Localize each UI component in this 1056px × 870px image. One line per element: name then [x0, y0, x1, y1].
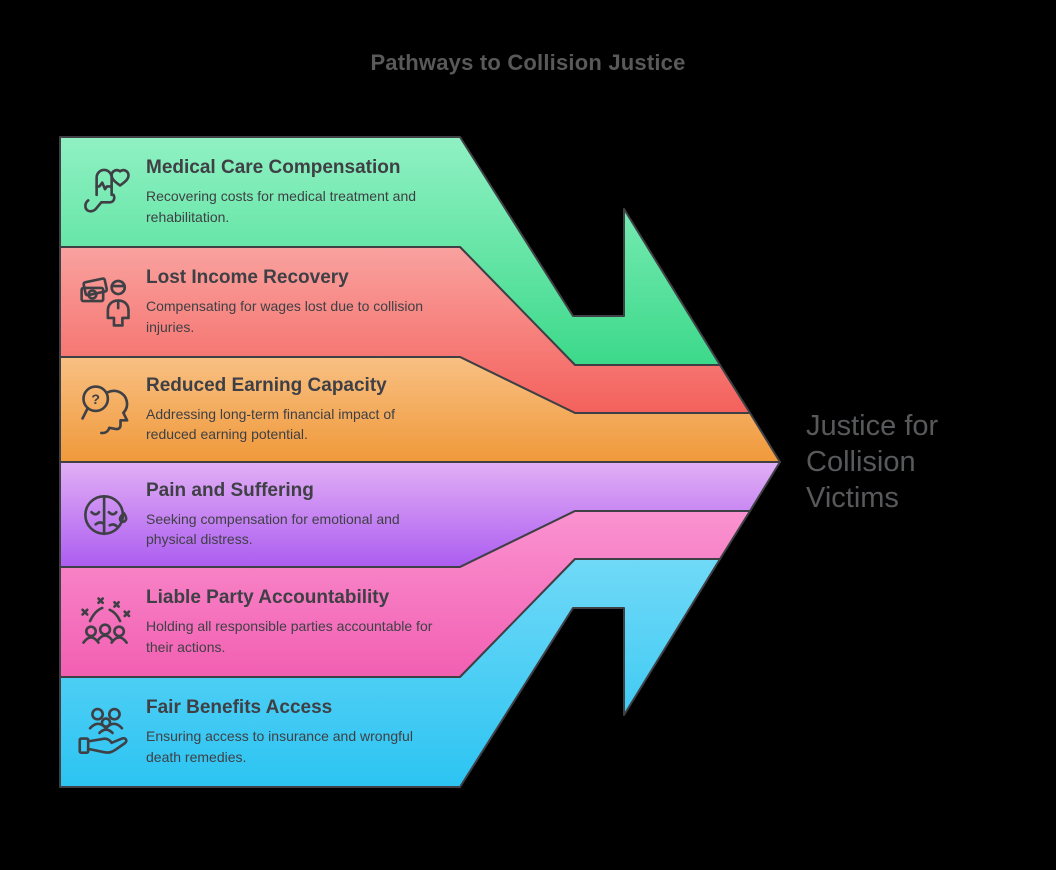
band-description: Compensating for wages lost due to colli…	[146, 298, 424, 335]
band-description: Addressing long-term financial impact of…	[146, 405, 396, 442]
band-shape-fair-benefits	[59, 558, 721, 788]
band-card-medical-care: Medical Care Compensation Recovering cos…	[60, 137, 466, 247]
svg-text:?: ?	[91, 390, 100, 406]
band-title: Medical Care Compensation	[146, 157, 401, 179]
band-card-reduced-earning: ? Reduced Earning Capacity Addressing lo…	[60, 357, 466, 462]
band-card-pain-suffering: Pain and Suffering Seeking compensation …	[60, 462, 466, 567]
band-card-liable-party: Liable Party Accountability Holding all …	[60, 567, 466, 677]
fair-benefits-icon	[76, 702, 136, 762]
band-description: Recovering costs for medical treatment a…	[146, 188, 417, 225]
band-title: Reduced Earning Capacity	[146, 374, 387, 396]
page-title: Pathways to Collision Justice	[370, 50, 686, 75]
band-card-lost-income: Lost Income Recovery Compensating for wa…	[60, 247, 466, 357]
band-description: Holding all responsible parties accounta…	[146, 618, 433, 655]
reduced-earning-icon: ?	[76, 380, 136, 440]
band-title: Fair Benefits Access	[146, 697, 333, 719]
liable-party-icon	[76, 592, 136, 652]
band-description: Ensuring access to insurance and wrongfu…	[146, 728, 413, 765]
band-description: Seeking compensation for emotional and p…	[146, 510, 400, 547]
band-title: Liable Party Accountability	[146, 587, 390, 609]
lost-income-icon	[76, 272, 136, 332]
band-title: Lost Income Recovery	[146, 267, 349, 289]
band-title: Pain and Suffering	[146, 479, 314, 501]
pain-suffering-icon	[76, 485, 136, 545]
band-card-fair-benefits: Fair Benefits Access Ensuring access to …	[60, 677, 466, 787]
result-label: Justice for Collision Victims	[806, 410, 939, 514]
medical-care-icon	[76, 162, 136, 222]
